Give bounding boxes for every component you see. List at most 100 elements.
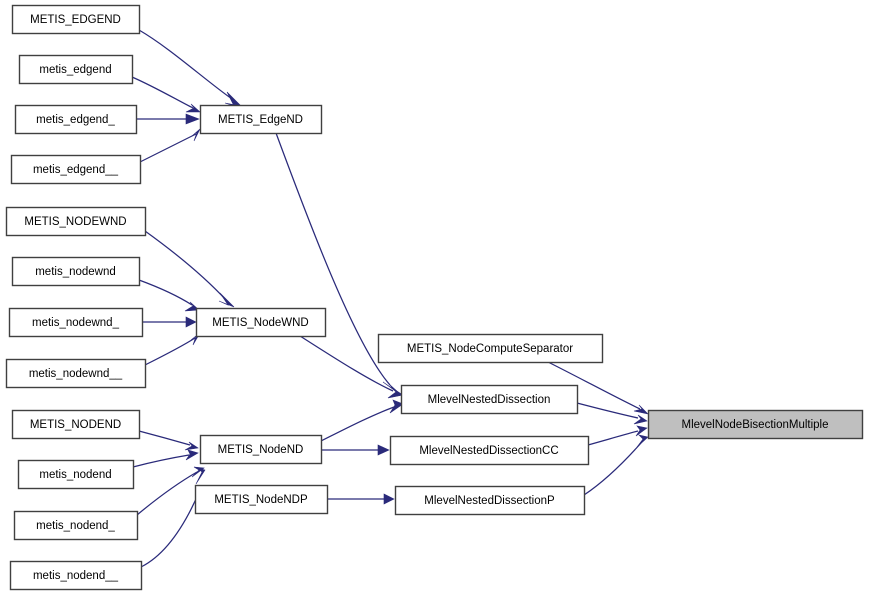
edge-MlevelNestedDissectionP-to-MlevelNodeBisectionMultiple: [583, 434, 649, 496]
edge-line: [138, 279, 193, 306]
node-label: METIS_EDGEND: [30, 14, 121, 26]
graph-node-METIS_NodeComputeSeparator[interactable]: METIS_NodeComputeSeparator: [377, 333, 604, 364]
edge-line: [275, 132, 391, 386]
node-box[interactable]: [14, 104, 138, 135]
edge-METIS_NodeWND-to-MlevelNestedDissection: [299, 335, 404, 399]
node-label: metis_edgend__: [33, 164, 119, 176]
edge-line: [583, 442, 642, 496]
graph-node-METIS_NODEWND[interactable]: METIS_NODEWND: [5, 206, 147, 237]
edge-METIS_NodeND-to-MlevelNestedDissection: [320, 399, 404, 442]
node-box[interactable]: [5, 358, 147, 389]
node-label: MlevelNestedDissectionP: [424, 495, 555, 507]
node-box[interactable]: [199, 104, 323, 135]
node-box[interactable]: [5, 206, 147, 237]
node-label: metis_nodewnd_: [32, 317, 120, 329]
graph-node-metis_nodend_[interactable]: metis_nodend_: [13, 510, 139, 541]
graph-node-metis_nodend__[interactable]: metis_nodend__: [9, 560, 143, 591]
arrowhead-icon: [195, 467, 206, 485]
edge-METIS_NODEND-to-METIS_NodeND: [138, 430, 199, 451]
node-box[interactable]: [11, 256, 141, 287]
arrowhead-icon: [191, 128, 201, 142]
arrowhead-icon: [387, 387, 404, 399]
arrowhead-icon: [633, 404, 649, 415]
node-box[interactable]: [13, 510, 139, 541]
edge-METIS_EDGEND-to-METIS_EdgeND: [138, 29, 242, 107]
node-box[interactable]: [11, 409, 141, 440]
graph-node-metis_nodewnd__[interactable]: metis_nodewnd__: [5, 358, 147, 389]
node-box[interactable]: [400, 384, 579, 415]
edge-metis_nodewnd__-to-METIS_NodeWND: [144, 332, 201, 366]
graph-node-MlevelNestedDissection[interactable]: MlevelNestedDissection: [400, 384, 579, 415]
node-label: metis_nodend__: [33, 570, 119, 582]
graph-node-METIS_NODEND[interactable]: METIS_NODEND: [11, 409, 141, 440]
node-box[interactable]: [10, 154, 142, 185]
edge-line: [299, 335, 394, 392]
edge-line: [576, 402, 639, 419]
node-label: METIS_NodeWND: [212, 317, 309, 329]
graph-node-METIS_NodeNDP[interactable]: METIS_NodeNDP: [194, 484, 329, 515]
edge-metis_edgend__-to-METIS_EdgeND: [139, 128, 201, 163]
graph-node-metis_edgend__[interactable]: metis_edgend__: [10, 154, 142, 185]
edge-METIS_NODEWND-to-METIS_NodeWND: [144, 230, 235, 308]
node-label: metis_nodend: [39, 469, 111, 481]
edge-line: [139, 133, 197, 163]
graph-node-metis_nodend[interactable]: metis_nodend: [17, 459, 135, 490]
edge-line: [587, 430, 639, 446]
edge-metis_nodend-to-METIS_NodeND: [132, 449, 199, 468]
graph-node-MlevelNestedDissectionCC[interactable]: MlevelNestedDissectionCC: [389, 435, 590, 466]
node-label: metis_edgend: [39, 64, 111, 76]
node-box[interactable]: [647, 409, 864, 440]
edge-METIS_NodeND-to-MlevelNestedDissectionCC: [321, 444, 390, 456]
edge-line: [140, 489, 201, 568]
node-label: METIS_NodeComputeSeparator: [407, 343, 573, 355]
node-box[interactable]: [389, 435, 590, 466]
graph-node-MlevelNestedDissectionP[interactable]: MlevelNestedDissectionP: [394, 485, 586, 516]
node-label: METIS_NODEWND: [24, 216, 126, 228]
edge-metis_nodend__-to-METIS_NodeND: [140, 467, 206, 568]
node-label: MlevelNestedDissectionCC: [419, 445, 558, 457]
arrowhead-icon: [185, 449, 199, 461]
node-box[interactable]: [11, 4, 141, 35]
edge-metis_nodend_-to-METIS_NodeND: [136, 466, 205, 516]
node-box[interactable]: [17, 459, 135, 490]
node-layer: METIS_EDGEND metis_edgend metis_edgend_met…: [5, 4, 864, 591]
graph-node-METIS_EDGEND[interactable]: METIS_EDGEND: [11, 4, 141, 35]
node-box[interactable]: [18, 54, 134, 85]
arrowhead-icon: [185, 113, 200, 125]
node-box[interactable]: [8, 307, 144, 338]
node-label: METIS_EdgeND: [218, 114, 303, 126]
arrowhead-icon: [185, 103, 201, 113]
edge-line: [547, 361, 641, 410]
arrowhead-icon: [184, 441, 199, 451]
graph-node-metis_edgend_[interactable]: metis_edgend_: [14, 104, 138, 135]
arrowhead-icon: [389, 399, 404, 414]
node-label: MlevelNodeBisectionMultiple: [681, 419, 828, 431]
edge-layer: [131, 29, 649, 568]
arrowhead-icon: [218, 292, 235, 308]
graph-node-METIS_EdgeND[interactable]: METIS_EdgeND: [199, 104, 323, 135]
graph-node-METIS_NodeWND[interactable]: METIS_NodeWND: [195, 307, 327, 338]
node-box[interactable]: [199, 434, 323, 465]
node-box[interactable]: [377, 333, 604, 364]
node-label: metis_nodewnd__: [29, 368, 123, 380]
edge-metis_nodewnd_-to-METIS_NodeWND: [142, 316, 197, 328]
arrowhead-icon: [377, 444, 390, 456]
node-box[interactable]: [195, 307, 327, 338]
edge-line: [144, 337, 196, 366]
arrowhead-icon: [185, 316, 197, 328]
edge-METIS_NodeComputeSeparator-to-MlevelNodeBisectionMultiple: [547, 361, 649, 415]
graph-node-METIS_NodeND[interactable]: METIS_NodeND: [199, 434, 323, 465]
node-box[interactable]: [394, 485, 586, 516]
graph-node-metis_nodewnd[interactable]: metis_nodewnd: [11, 256, 141, 287]
arrowhead-icon: [224, 91, 242, 107]
graph-node-metis_edgend[interactable]: metis_edgend: [18, 54, 134, 85]
node-box[interactable]: [194, 484, 329, 515]
graph-node-metis_nodewnd_[interactable]: metis_nodewnd_: [8, 307, 144, 338]
graph-node-MlevelNodeBisectionMultiple[interactable]: MlevelNodeBisectionMultiple: [647, 409, 864, 440]
node-label: METIS_NodeND: [218, 444, 304, 456]
edge-MlevelNestedDissectionCC-to-MlevelNodeBisectionMultiple: [587, 425, 648, 446]
node-label: METIS_NODEND: [30, 419, 121, 431]
node-box[interactable]: [9, 560, 143, 591]
